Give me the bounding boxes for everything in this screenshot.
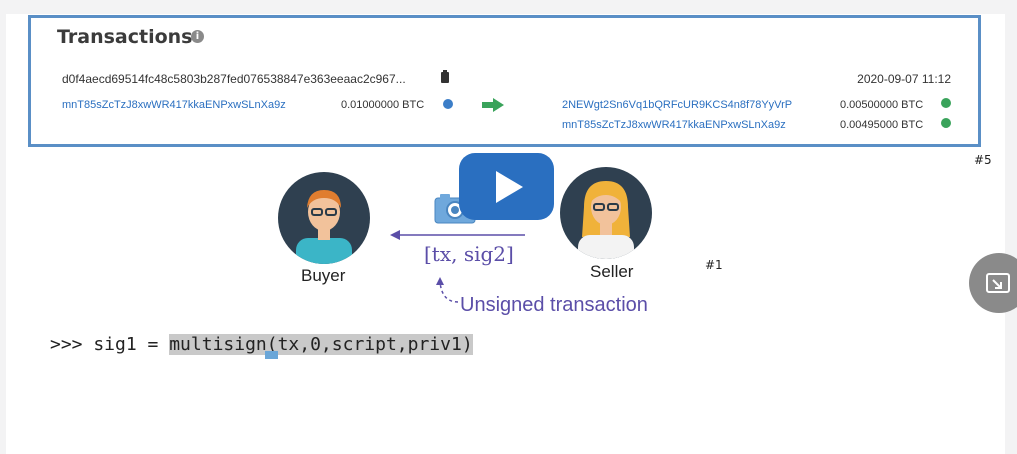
- slide-tag-5: #5: [974, 153, 992, 167]
- seller-avatar: [560, 167, 652, 259]
- output-amount-2: 0.00495000 BTC: [840, 119, 924, 131]
- code-highlighted-call: multisign(tx,0,script,priv1): [169, 334, 473, 355]
- left-frame: [0, 0, 6, 454]
- transactions-title: Transactions: [57, 26, 193, 48]
- transaction-hash[interactable]: d0f4aecd69514fc48c5803b287fed076538847e3…: [62, 72, 406, 86]
- code-line: >>> sig1 = multisign(tx,0,script,priv1): [50, 334, 473, 355]
- info-icon[interactable]: i: [191, 30, 204, 43]
- arrow-left-icon: [390, 230, 525, 240]
- seller-label: Seller: [590, 262, 634, 281]
- top-frame: [0, 0, 1017, 14]
- transaction-date: 2020-09-07 11:12: [857, 72, 951, 86]
- clipboard-icon[interactable]: [441, 70, 449, 83]
- buyer-avatar: [278, 172, 370, 264]
- play-button[interactable]: [459, 153, 554, 220]
- curved-arrow-icon: [436, 277, 459, 303]
- slide-tag-1: #1: [705, 258, 723, 272]
- right-frame: [1005, 0, 1017, 454]
- globe-icon: [941, 118, 951, 128]
- globe-icon: [443, 99, 453, 109]
- output-address-link-1[interactable]: 2NEWgt2Sn6Vq1bQRFcUR9KCS4n8f78YyVrP: [562, 99, 793, 111]
- code-prompt: >>> sig1 =: [50, 334, 170, 355]
- unsigned-transaction-label: Unsigned transaction: [460, 294, 648, 316]
- input-address-link[interactable]: mnT85sZcTzJ8xwWR417kkaENPxwSLnXa9z: [62, 99, 286, 111]
- transaction-card: Transactions i d0f4aecd69514fc48c5803b28…: [28, 15, 981, 147]
- signed-transaction-label: [tx, sig2]: [424, 242, 514, 266]
- arrow-right-icon: [482, 98, 504, 112]
- buyer-label: Buyer: [301, 266, 346, 285]
- picture-in-picture-icon: [986, 273, 1010, 293]
- output-amount-1: 0.00500000 BTC: [840, 99, 924, 111]
- input-amount: 0.01000000 BTC: [341, 99, 425, 111]
- text-cursor: [265, 351, 278, 359]
- globe-icon: [941, 98, 951, 108]
- output-address-link-2[interactable]: mnT85sZcTzJ8xwWR417kkaENPxwSLnXa9z: [562, 119, 786, 131]
